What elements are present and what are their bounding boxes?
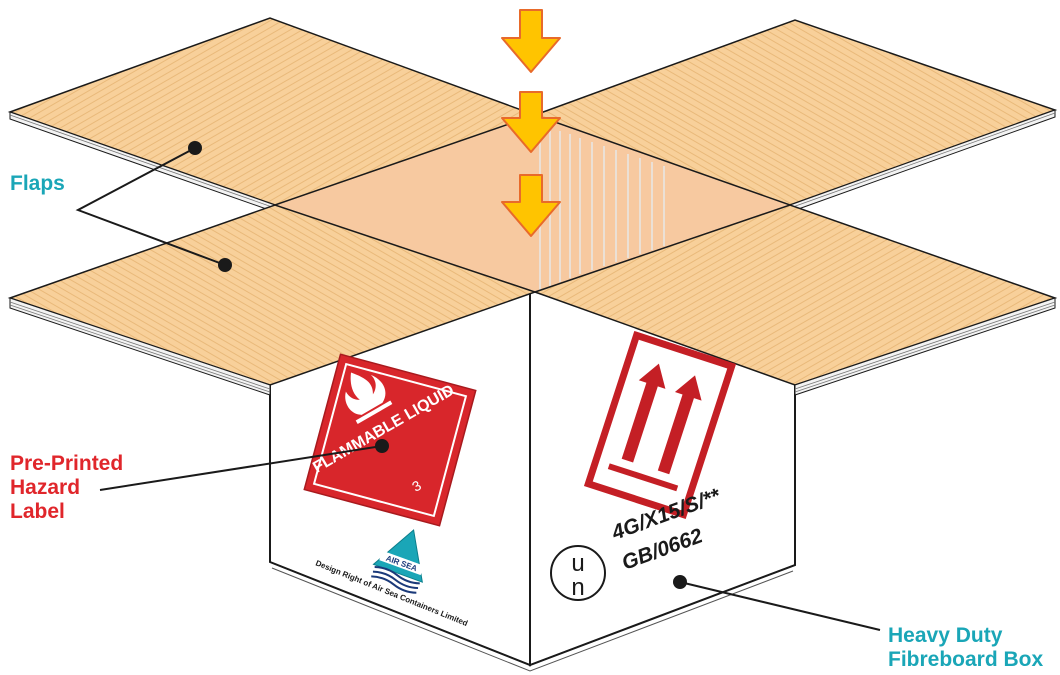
- hazard-callout-line3: Label: [10, 500, 65, 523]
- box-callout-line2: Fibreboard Box: [888, 648, 1044, 671]
- up-arrow-icon: [621, 363, 702, 475]
- air-sea-logo: AIR SEA: [371, 529, 425, 594]
- hazard-callout-line1: Pre-Printed: [10, 452, 124, 475]
- down-arrows: [501, 9, 561, 237]
- flammable-liquid-hazard-label: FLAMMABLE LIQUID 3: [303, 353, 477, 527]
- box-callout-line1: Heavy Duty: [888, 624, 1003, 647]
- down-arrow-top: [501, 9, 561, 73]
- flap-bottom-right: [532, 204, 1058, 396]
- hazard-callout-line2: Hazard: [10, 476, 81, 499]
- hazard-label-callout: Pre-Printed Hazard Label: [10, 452, 123, 524]
- box-label-callout: Heavy Duty Fibreboard Box: [888, 624, 1043, 672]
- flaps-label: Flaps: [10, 172, 65, 195]
- leader-dots: [188, 141, 687, 589]
- down-arrow-bottom: [501, 174, 561, 237]
- flame-icon: [345, 372, 386, 415]
- box-leader: [679, 581, 881, 631]
- this-way-up-symbol: [583, 330, 737, 520]
- down-arrow-middle: [501, 91, 561, 153]
- hazard-leader: [99, 445, 383, 491]
- un-symbol-bottom: n: [571, 574, 584, 601]
- un-packaging-symbol: u n: [550, 545, 606, 601]
- leader-lines: [75, 147, 881, 631]
- un-symbol-top: u: [571, 550, 584, 577]
- flaps-leader: [75, 147, 226, 266]
